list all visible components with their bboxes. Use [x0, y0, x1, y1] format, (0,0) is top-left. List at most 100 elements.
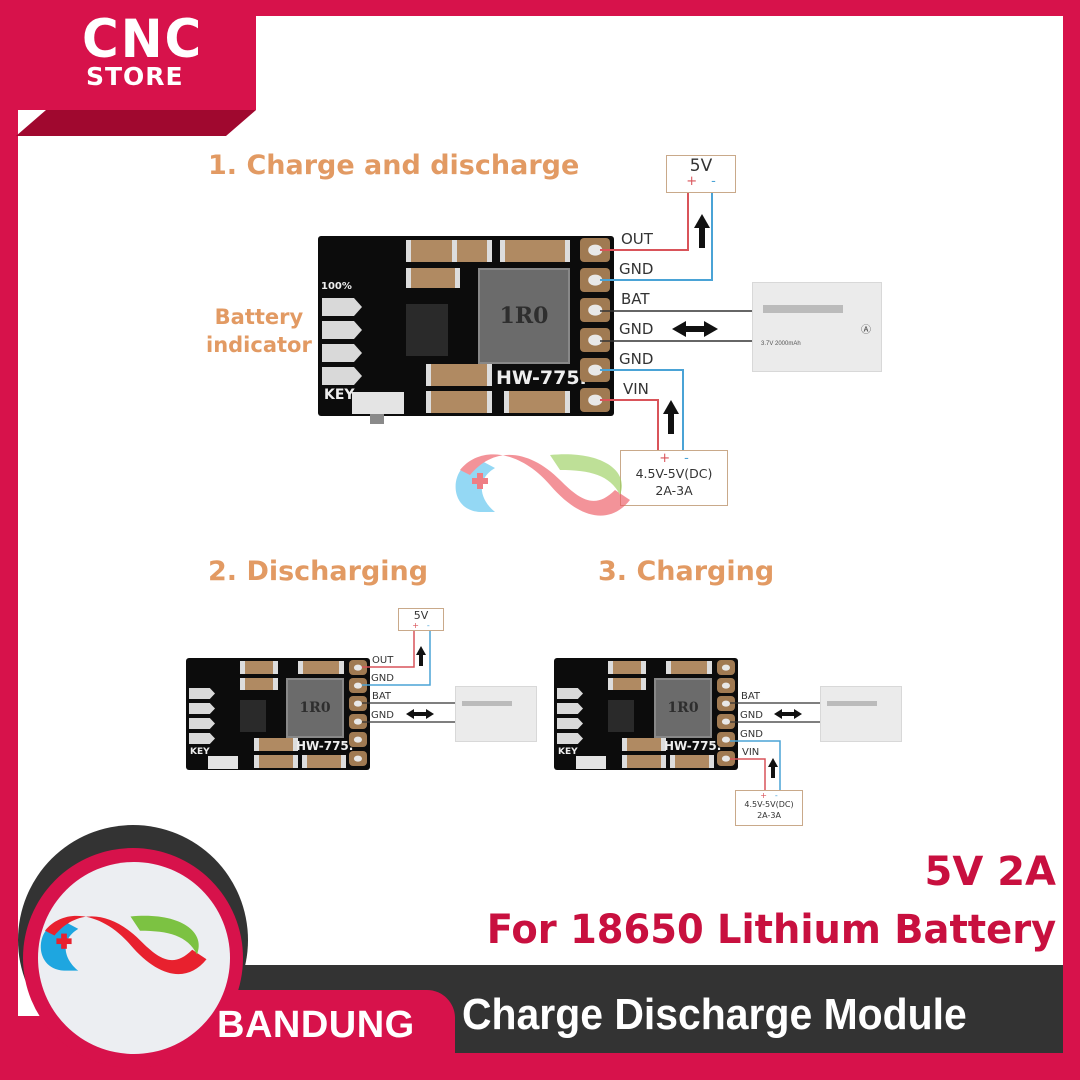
pin-label-gnd: GND [740, 710, 763, 721]
double-arrow-icon [774, 709, 802, 719]
plus-sign: + [412, 621, 419, 630]
battery-symbol-icon: Ⓐ [861, 325, 871, 336]
diagram-3-title: 3. Charging [598, 556, 775, 587]
double-arrow-icon [406, 709, 434, 719]
pin-label-out: OUT [372, 655, 394, 666]
output-voltage-label: 5V [689, 156, 713, 176]
smd-component [240, 678, 278, 690]
arrow-up-icon [663, 400, 679, 434]
smd-component [608, 678, 646, 690]
pin-pad-gnd [580, 328, 610, 352]
led-indicator [189, 718, 215, 729]
battery-label-blur [462, 701, 512, 706]
board-model-label: HW-775. [496, 367, 587, 389]
battery-indicator-label: Battery indicator [206, 303, 312, 359]
pin-pad [349, 714, 367, 729]
pin-pad [717, 678, 735, 693]
ic-chip [406, 304, 448, 356]
smd-component [622, 738, 666, 751]
minus-sign: - [426, 621, 430, 630]
inductor: 1R0 [286, 678, 344, 738]
pin-pad [717, 714, 735, 729]
brand-infinity-logo-icon [40, 915, 207, 975]
wire-gnd-negative [362, 629, 431, 686]
led-indicator [322, 344, 362, 362]
board-model-label: HW-775. [664, 739, 722, 753]
pin-label-vin: VIN [623, 380, 649, 398]
spec-headline: 5V 2A [924, 849, 1056, 895]
ic-chip [608, 700, 634, 732]
pin-label-vin: VIN [742, 747, 760, 758]
smd-component [608, 661, 646, 674]
wire-out-positive [600, 192, 689, 251]
led-indicator [557, 718, 583, 729]
pin-pad [349, 660, 367, 675]
minus-sign: - [774, 791, 778, 800]
pin-label-gnd: GND [619, 350, 654, 368]
logo-shadow [16, 110, 256, 136]
pin-label-bat: BAT [372, 691, 392, 702]
smd-component [302, 755, 346, 768]
input-power-box: +- 4.5V-5V(DC) 2A-3A [620, 450, 728, 506]
logo-background [16, 0, 256, 110]
led-indicator [322, 367, 362, 385]
watermark-logo-icon [455, 454, 630, 516]
pcb-board-3: KEY 1R0 HW-775. [554, 658, 738, 770]
pin-pad [717, 732, 735, 747]
smd-component [500, 240, 570, 262]
smd-component [298, 661, 344, 674]
pin-pad [349, 751, 367, 766]
key-switch [352, 392, 404, 414]
smd-component [666, 661, 712, 674]
lipo-battery [455, 686, 537, 742]
pin-label-bat: BAT [621, 290, 650, 308]
output-5v-box: 5V +- [398, 608, 444, 631]
led-indicator [189, 703, 215, 714]
led-indicator [322, 321, 362, 339]
diagram-2-title: 2. Discharging [208, 556, 429, 587]
pin-pad [349, 678, 367, 693]
led-indicator [322, 298, 362, 316]
wire-in-positive [730, 758, 766, 790]
ic-chip [240, 700, 266, 732]
pin-pad [349, 696, 367, 711]
key-label: KEY [558, 747, 578, 757]
plus-sign: + [686, 174, 698, 189]
smd-component [406, 268, 460, 288]
wire-gnd-negative [600, 192, 713, 281]
inductor: 1R0 [654, 678, 712, 738]
switch-knob [370, 414, 384, 424]
battery-label-blur [763, 305, 843, 313]
location-label: BANDUNG [217, 1004, 415, 1046]
board-model-label: HW-775. [296, 739, 354, 753]
minus-sign: - [684, 451, 689, 466]
input-voltage-label: 4.5V-5V(DC) [744, 800, 794, 809]
smd-component [426, 364, 492, 386]
battery-type-headline: For 18650 Lithium Battery [486, 907, 1056, 953]
pin-label-gnd: GND [619, 260, 654, 278]
pin-label-gnd: GND [740, 729, 763, 740]
battery-indicator-line2: indicator [206, 333, 312, 357]
wire-in-gnd [730, 740, 781, 790]
pin-pad [717, 660, 735, 675]
input-current-label: 2A-3A [757, 811, 781, 820]
smd-component [452, 240, 492, 262]
pcb-board-2: KEY 1R0 HW-775. [186, 658, 370, 770]
smd-component [254, 755, 298, 768]
led-indicator [557, 703, 583, 714]
wire-out-positive [362, 629, 415, 668]
pin-label-gnd: GND [371, 710, 394, 721]
plus-sign: + [659, 451, 671, 466]
input-power-box: +- 4.5V-5V(DC) 2A-3A [735, 790, 803, 826]
input-voltage-label: 4.5V-5V(DC) [635, 466, 713, 481]
smd-component [670, 755, 714, 768]
arrow-up-icon [694, 214, 710, 248]
pin-pad-bat [580, 298, 610, 322]
battery-label-blur [827, 701, 877, 706]
arrow-up-icon [416, 646, 426, 666]
double-arrow-icon [672, 321, 718, 337]
battery-spec: 3.7V 2000mAh [761, 341, 801, 347]
pin-label-gnd: GND [371, 673, 394, 684]
